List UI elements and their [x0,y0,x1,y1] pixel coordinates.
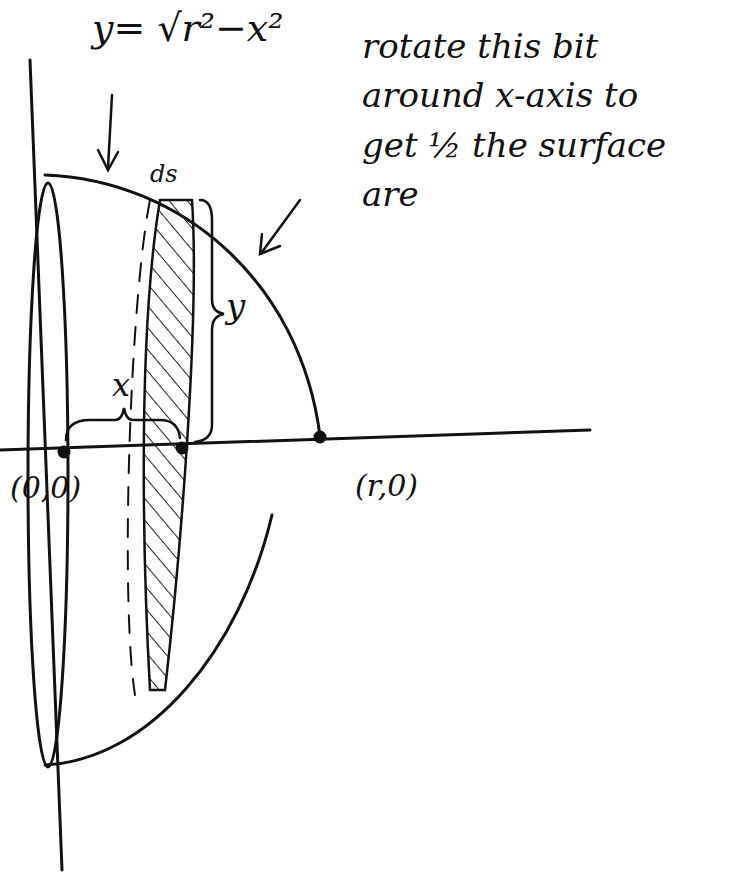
leader-arrow [108,95,112,168]
x-dot [177,443,187,453]
hatched-strip [144,200,194,690]
x-axis [0,430,590,450]
note: rotate this bit around x-axis to get ½ t… [362,22,702,219]
arrow-head [260,234,280,254]
math-label: x [112,366,130,404]
math-label: ds [150,160,178,189]
origin-dot [59,447,69,457]
leader-arrow [262,200,300,252]
math-label: y [226,286,245,327]
y-brace [195,200,224,442]
math-label: y= √r²−x² [92,6,284,52]
arrow-head [98,150,118,170]
r-dot [315,432,325,442]
math-label: (r,0) [355,468,418,504]
y-axis [30,60,62,870]
math-label: (0,0) [10,470,81,506]
x-brace [66,408,180,440]
